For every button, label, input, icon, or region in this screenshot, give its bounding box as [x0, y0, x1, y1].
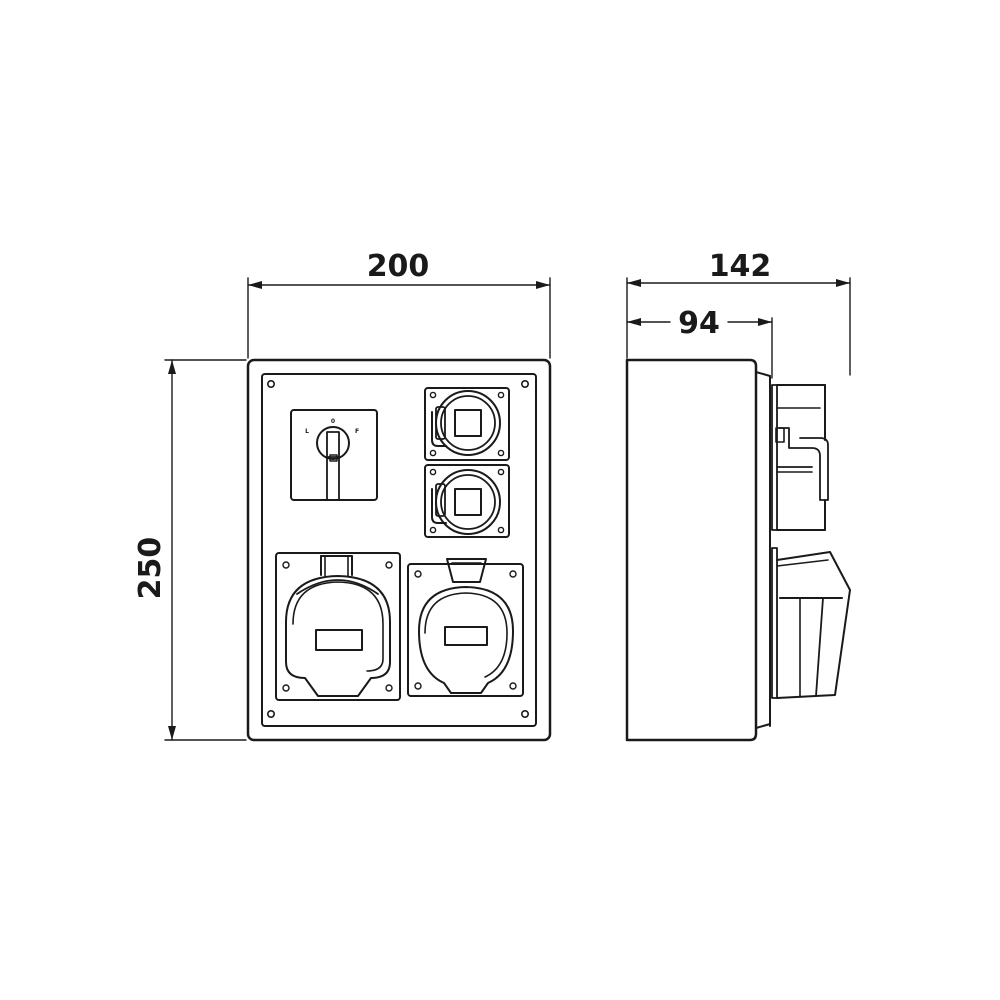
dimension-depth-box: 94 — [626, 306, 773, 379]
switch-handle-grip — [326, 431, 340, 458]
panel-screws — [266, 379, 529, 718]
side-view — [625, 358, 851, 742]
switch-knob-icon — [316, 426, 350, 460]
front-panel — [261, 373, 537, 727]
screw-icon — [266, 379, 275, 388]
socket-label-window — [444, 626, 488, 646]
dimension-width-label: 200 — [367, 249, 430, 284]
screw-icon — [520, 379, 529, 388]
screw-icon — [266, 709, 275, 718]
dimension-height: 250 — [133, 359, 247, 741]
dimension-depth-total-label: 142 — [709, 249, 772, 284]
socket-label-window — [315, 629, 363, 651]
small-socket-top — [424, 387, 510, 461]
dimension-depth-total: 142 — [626, 249, 851, 376]
enclosure-outline — [246, 358, 552, 742]
dimension-height-label: 250 — [133, 537, 168, 600]
cee-socket-profile — [771, 547, 851, 699]
socket-square-icon — [454, 409, 482, 437]
screw-icon — [520, 709, 529, 718]
switch-label-middle: 0 — [331, 418, 335, 425]
cee-socket-large — [275, 552, 401, 701]
cee-socket-medium — [407, 558, 524, 697]
socket-square-icon — [454, 488, 482, 516]
rotary-switch: L 0 F — [290, 409, 378, 501]
enclosure-side — [625, 358, 758, 742]
small-sockets-profile — [771, 384, 829, 531]
switch-label-left: L — [305, 428, 309, 435]
small-socket-bottom — [424, 464, 510, 538]
front-view: L 0 F — [246, 358, 552, 742]
switch-label-right: F — [355, 428, 359, 435]
dimension-depth-box-label: 94 — [678, 306, 720, 341]
dimension-width: 200 — [247, 249, 551, 359]
